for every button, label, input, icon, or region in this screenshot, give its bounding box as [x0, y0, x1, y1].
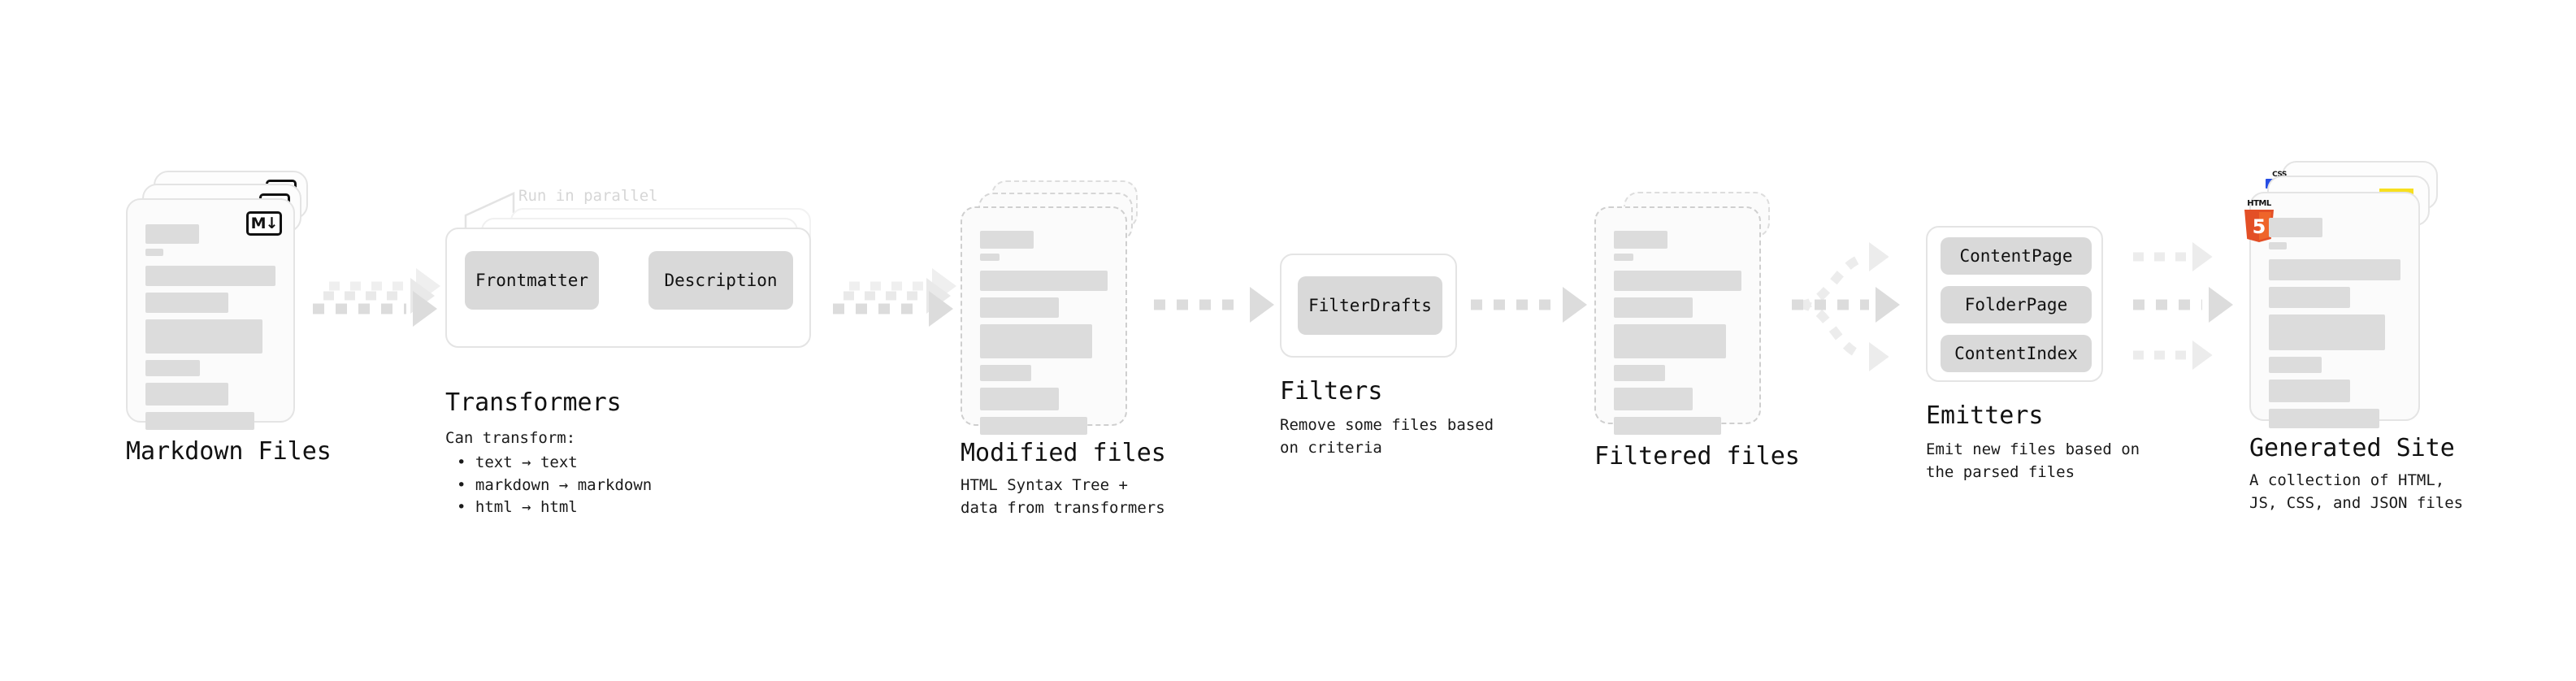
connector-filters-to-filtered [1471, 287, 1587, 323]
connector-filtered-to-emitters [1792, 241, 1900, 372]
chip-description[interactable]: Description [648, 251, 793, 310]
generated-site-subtitle: A collection of HTML, JS, CSS, and JSON … [2249, 471, 2464, 512]
modified-card-stack [961, 180, 1156, 435]
transformer-bullet-markdown: • markdown → markdown [457, 475, 653, 494]
generated-card-stack: CSS HTML 5 [2244, 161, 2452, 428]
stage-emitters: ContentPage FolderPage ContentIndex Emit… [1926, 226, 2140, 481]
transformer-bullet-text: • text → text [457, 453, 578, 471]
markdown-card-stack: M↓ M↓ M↓ [126, 171, 313, 430]
run-in-parallel-note: Run in parallel [518, 187, 658, 205]
stage-modified-files: Modified files HTML Syntax Tree + data f… [961, 180, 1166, 517]
filters-title: Filters [1280, 377, 1383, 406]
css-badge-label: CSS [2272, 171, 2287, 179]
filters-box: FilterDrafts [1280, 254, 1457, 358]
generated-site-title: Generated Site [2249, 434, 2455, 462]
modified-card-front [961, 206, 1127, 435]
chip-contentpage[interactable]: ContentPage [1941, 237, 2092, 275]
modified-card-skeleton [980, 231, 1108, 435]
stage-markdown-files: M↓ M↓ M↓ Markdown Files [126, 171, 332, 466]
filters-subtitle: Remove some files based on criteria [1280, 416, 1494, 457]
markdown-card-skeleton [145, 224, 275, 430]
generated-card-front: HTML 5 [2244, 192, 2420, 428]
connector-emitters-to-generated [2133, 241, 2233, 371]
modified-files-title: Modified files [961, 439, 1166, 467]
stage-filters: FilterDrafts Filters Remove some files b… [1280, 254, 1494, 457]
filtered-files-title: Filtered files [1594, 442, 1800, 471]
markdown-files-title: Markdown Files [126, 437, 332, 466]
transformers-subtitle: Can transform: [445, 429, 576, 447]
transformers-bullets: • text → text • markdown → markdown • ht… [457, 452, 652, 519]
html5-badge-label: HTML [2247, 199, 2271, 208]
stage-transformers: Run in parallel Frontmatter Description … [445, 187, 827, 516]
markdown-card-front: M↓ [126, 198, 295, 430]
connector-modified-to-filters [1154, 287, 1274, 323]
connector-markdown-to-transformers [313, 268, 440, 327]
filtered-card-skeleton [1614, 231, 1741, 435]
chip-contentindex[interactable]: ContentIndex [1941, 335, 2092, 372]
modified-files-subtitle: HTML Syntax Tree + data from transformer… [961, 476, 1165, 517]
chip-folderpage[interactable]: FolderPage [1941, 286, 2092, 323]
connector-transformers-to-modified [833, 268, 956, 327]
emitters-subtitle: Emit new files based on the parsed files [1926, 440, 2140, 481]
transformers-title: Transformers [445, 388, 622, 417]
emitters-title: Emitters [1926, 401, 2044, 430]
chip-filterdrafts[interactable]: FilterDrafts [1298, 276, 1442, 335]
transformer-bullet-html: • html → html [457, 498, 578, 517]
filtered-card-front [1594, 206, 1761, 435]
generated-card-skeleton [2269, 218, 2400, 428]
svg-text:5: 5 [2253, 215, 2266, 238]
filtered-card-stack [1594, 192, 1781, 435]
chip-frontmatter[interactable]: Frontmatter [465, 251, 599, 310]
stage-generated-site: CSS HTML 5 [2244, 161, 2463, 512]
stage-filtered-files: Filtered files [1594, 192, 1800, 471]
html5-badge: HTML 5 [2241, 200, 2277, 242]
transformers-box-stack: Frontmatter Description [445, 193, 827, 348]
emitters-box: ContentPage FolderPage ContentIndex [1926, 226, 2103, 382]
transformers-box-front: Frontmatter Description [445, 228, 811, 348]
markdown-badge-front: M↓ [246, 211, 282, 236]
